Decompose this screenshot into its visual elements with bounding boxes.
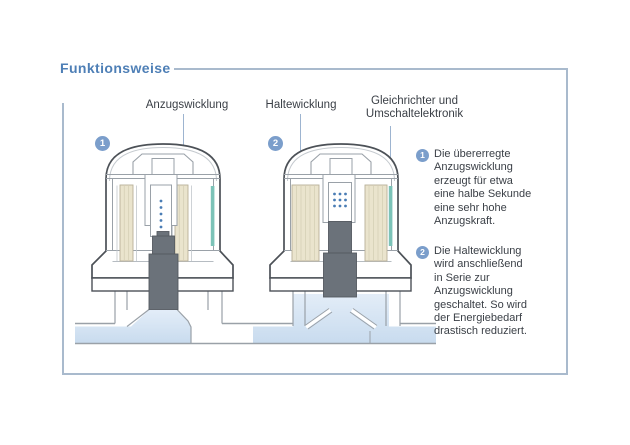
page-title: Funktionsweise — [60, 60, 171, 76]
valve-chamber-outline — [126, 309, 192, 344]
electronics-strip — [210, 186, 215, 246]
frame-line-bottom — [62, 373, 568, 375]
electronics-strip — [388, 186, 393, 246]
pull-in-coil — [116, 184, 192, 262]
leader-line-haltewicklung — [300, 114, 301, 186]
air-gap-dots — [159, 199, 163, 235]
valve-legs — [114, 291, 223, 324]
solenoid-diagram-holding — [253, 143, 436, 345]
label-anzugswicklung: Anzugswicklung — [145, 99, 229, 111]
leader-line-gleichrichter — [390, 126, 391, 185]
frame-line-left — [62, 103, 64, 375]
plunger-up — [323, 221, 357, 298]
label-haltewicklung: Haltewicklung — [265, 99, 337, 111]
valve-legs — [292, 291, 401, 326]
valve-flaps — [304, 308, 378, 343]
step-1-text: Die übererregte Anzugswicklung erzeugt f… — [434, 148, 532, 228]
figure-1-badge: 1 — [95, 136, 110, 151]
frame-line-right — [566, 68, 568, 375]
step-2-badge: 2 — [416, 246, 429, 259]
figure-2-badge: 2 — [268, 136, 283, 151]
plunger-down — [148, 231, 179, 310]
frame-line-top — [174, 68, 568, 70]
air-gap-dots — [333, 192, 347, 208]
fluid-open — [253, 294, 436, 344]
holding-coil — [291, 184, 388, 262]
solenoid-diagram-pull-in — [75, 143, 253, 345]
step-1-badge: 1 — [416, 149, 429, 162]
step-2-text: Die Haltewicklung wird anschließend in S… — [434, 245, 527, 338]
label-gleichrichter-umschaltelektronik: Gleichrichter und Umschaltelektronik — [365, 95, 464, 120]
fluid-closed — [75, 310, 191, 344]
